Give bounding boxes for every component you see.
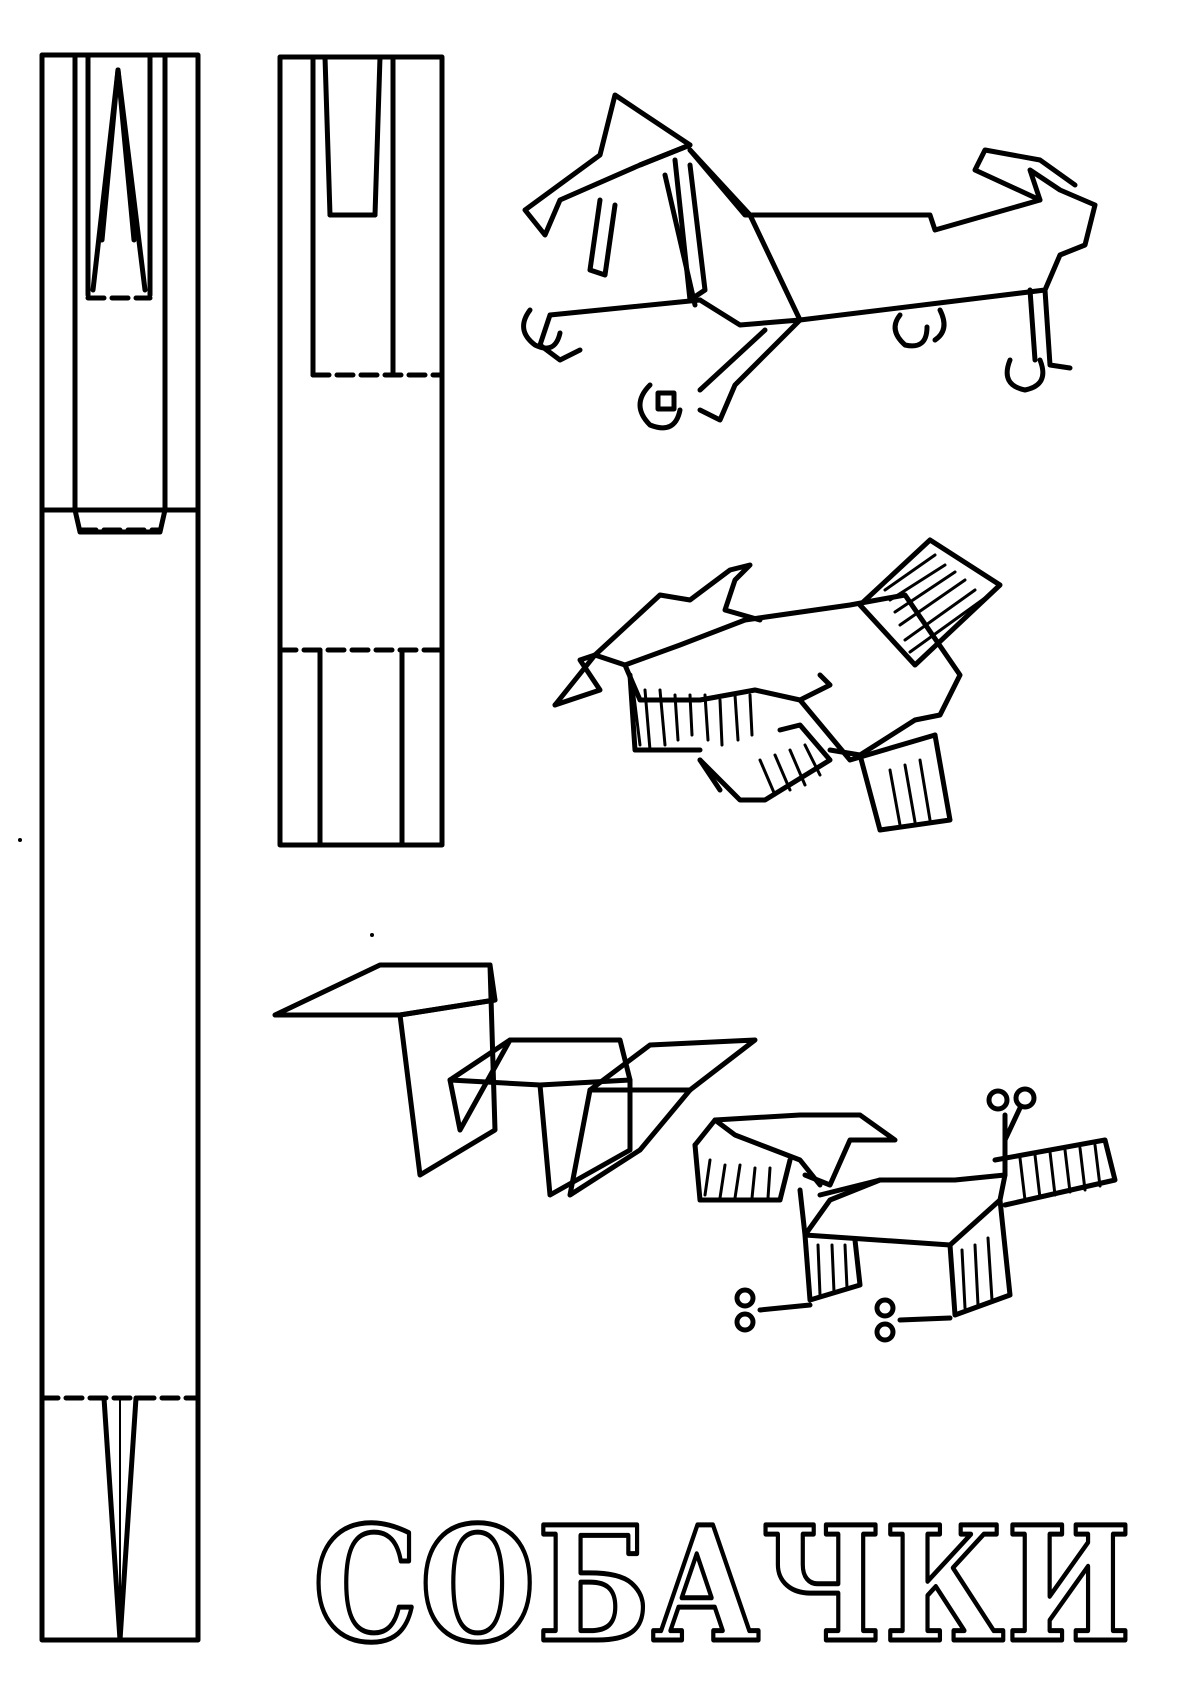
- dog-illustration-3: [692, 1086, 1118, 1343]
- short-paper-strip: [277, 54, 445, 848]
- page-title: СОБАЧКИ: [313, 1493, 1133, 1678]
- ink-speck: [370, 933, 374, 937]
- ink-speck: [18, 838, 22, 842]
- dog-illustration-2: [552, 537, 1003, 833]
- folding-steps-diagram: [272, 962, 758, 1198]
- long-paper-strip: [39, 52, 201, 1643]
- dog-illustration-1: [521, 92, 1098, 431]
